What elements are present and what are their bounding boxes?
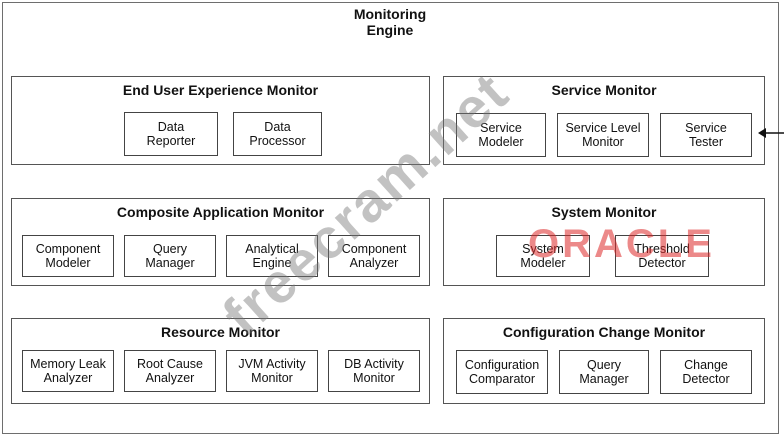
query-manager-box: Query Manager <box>559 350 649 394</box>
box-label: Change Detector <box>682 358 730 386</box>
panel-title: Configuration Change Monitor <box>502 324 706 340</box>
root-cause-analyzer-box: Root Cause Analyzer <box>124 350 216 392</box>
arrow-left-icon <box>758 128 784 138</box>
change-detector-box: Change Detector <box>660 350 752 394</box>
box-label: Data Reporter <box>146 120 196 148</box>
memory-leak-analyzer-box: Memory Leak Analyzer <box>22 350 114 392</box>
box-label: Threshold Detector <box>634 242 690 270</box>
analytical-engine-box: Analytical Engine <box>226 235 318 277</box>
service-level-monitor-box: Service Level Monitor <box>557 113 649 157</box>
box-label: Service Level Monitor <box>565 121 641 149</box>
box-label: Query Manager <box>145 242 195 270</box>
db-activity-monitor-box: DB Activity Monitor <box>328 350 420 392</box>
component-modeler-box: Component Modeler <box>22 235 114 277</box>
threshold-detector-box: Threshold Detector <box>615 235 709 277</box>
box-label: Root Cause Analyzer <box>136 357 203 385</box>
composite-application-monitor-panel: Composite Application Monitor Component … <box>11 198 430 286</box>
box-label: DB Activity Monitor <box>344 357 404 385</box>
engine-title: Monitoring Engine <box>330 6 450 38</box>
system-modeler-box: System Modeler <box>496 235 590 277</box>
service-monitor-panel: Service Monitor Service Modeler Service … <box>443 76 765 165</box>
panel-title: Composite Application Monitor <box>116 204 325 220</box>
service-modeler-box: Service Modeler <box>456 113 546 157</box>
box-label: Data Processor <box>249 120 306 148</box>
box-label: System Modeler <box>520 242 566 270</box>
query-manager-box: Query Manager <box>124 235 216 277</box>
box-label: Analytical Engine <box>245 242 299 270</box>
box-label: Memory Leak Analyzer <box>30 357 106 385</box>
service-tester-box: Service Tester <box>660 113 752 157</box>
engine-title-line1: Monitoring <box>353 6 427 22</box>
box-label: Query Manager <box>579 358 629 386</box>
data-processor-box: Data Processor <box>233 112 322 156</box>
box-label: Component Modeler <box>35 242 101 270</box>
panel-title: Service Monitor <box>551 82 657 98</box>
box-label: Service Modeler <box>478 121 524 149</box>
component-analyzer-box: Component Analyzer <box>328 235 420 277</box>
box-label: Component Analyzer <box>341 242 407 270</box>
configuration-change-monitor-panel: Configuration Change Monitor Configurati… <box>443 318 765 404</box>
resource-monitor-panel: Resource Monitor Memory Leak Analyzer Ro… <box>11 318 430 404</box>
engine-title-line2: Engine <box>366 22 414 38</box>
configuration-comparator-box: Configuration Comparator <box>456 350 548 394</box>
end-user-experience-monitor-panel: End User Experience Monitor Data Reporte… <box>11 76 430 165</box>
box-label: Configuration Comparator <box>464 358 540 386</box>
panel-title: System Monitor <box>551 204 657 220</box>
jvm-activity-monitor-box: JVM Activity Monitor <box>226 350 318 392</box>
box-label: Service Tester <box>685 121 727 149</box>
monitoring-engine-container <box>2 2 779 434</box>
system-monitor-panel: System Monitor System Modeler Threshold … <box>443 198 765 286</box>
panel-title: Resource Monitor <box>160 324 280 340</box>
data-reporter-box: Data Reporter <box>124 112 218 156</box>
box-label: JVM Activity Monitor <box>238 357 306 385</box>
panel-title: End User Experience Monitor <box>122 82 319 98</box>
